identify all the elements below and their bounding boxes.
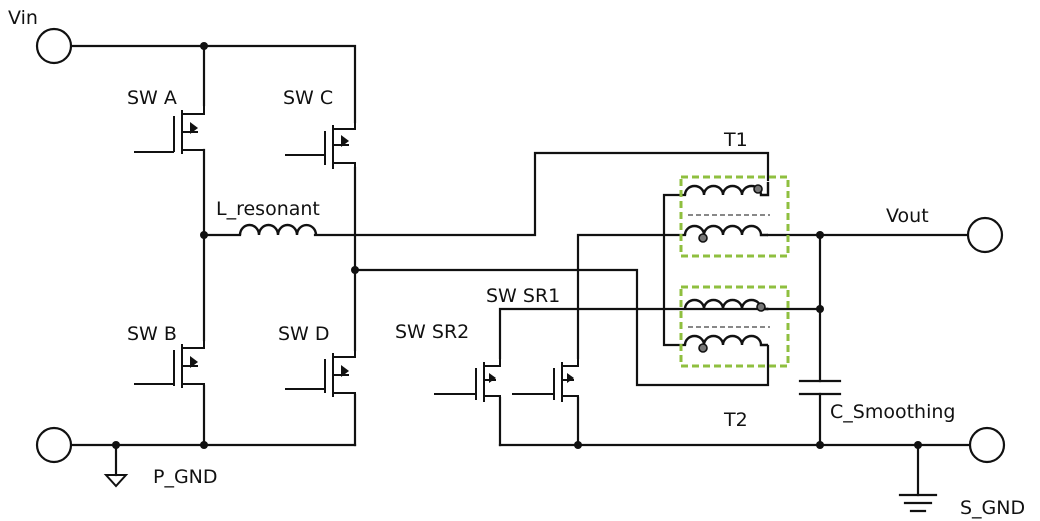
mosfet-sw-c bbox=[285, 122, 356, 169]
label-l-resonant: L_resonant bbox=[216, 198, 320, 220]
vout-terminal bbox=[966, 216, 1004, 254]
sr2-drain-wire bbox=[498, 307, 770, 360]
label-sw-d: SW D bbox=[278, 323, 330, 345]
mosfet-sw-a bbox=[134, 106, 205, 154]
vin-terminal bbox=[35, 27, 73, 65]
c-smoothing-capacitor bbox=[798, 379, 842, 396]
label-s-gnd: S_GND bbox=[960, 497, 1025, 519]
label-t1: T1 bbox=[723, 129, 748, 151]
label-sw-sr2: SW SR2 bbox=[395, 321, 469, 343]
l-resonant-inductor bbox=[238, 223, 318, 236]
p-gnd-symbol bbox=[103, 474, 129, 488]
vin-rail bbox=[70, 44, 357, 124]
label-vout: Vout bbox=[886, 205, 929, 227]
label-t2: T2 bbox=[723, 409, 748, 431]
midpoint-wire bbox=[353, 268, 770, 387]
mosfet-sw-d bbox=[285, 350, 356, 397]
label-vin: Vin bbox=[8, 7, 38, 29]
label-p-gnd: P_GND bbox=[153, 466, 218, 488]
t1-t2-tie bbox=[662, 193, 687, 347]
resonant-node-wire bbox=[202, 151, 770, 237]
transformer-t1 bbox=[679, 175, 790, 258]
label-sw-c: SW C bbox=[283, 87, 333, 109]
secondary-wiring bbox=[498, 193, 972, 497]
label-sw-b: SW B bbox=[127, 323, 177, 345]
mosfet-sw-b bbox=[134, 340, 205, 388]
label-sw-sr1: SW SR1 bbox=[486, 285, 560, 307]
junctions bbox=[112, 42, 922, 449]
sr1-drain-wire bbox=[576, 233, 687, 360]
label-sw-a: SW A bbox=[127, 87, 177, 109]
s-gnd-symbol bbox=[898, 493, 938, 513]
mosfet-sw-sr1 bbox=[512, 358, 579, 402]
transformer-t2 bbox=[679, 285, 790, 368]
sr-sources bbox=[498, 396, 580, 447]
pgnd-terminal bbox=[35, 426, 73, 464]
sgnd-terminal bbox=[968, 426, 1006, 464]
label-c-smoothing: C_Smoothing bbox=[830, 401, 955, 423]
mosfet-sw-sr2 bbox=[434, 358, 501, 402]
